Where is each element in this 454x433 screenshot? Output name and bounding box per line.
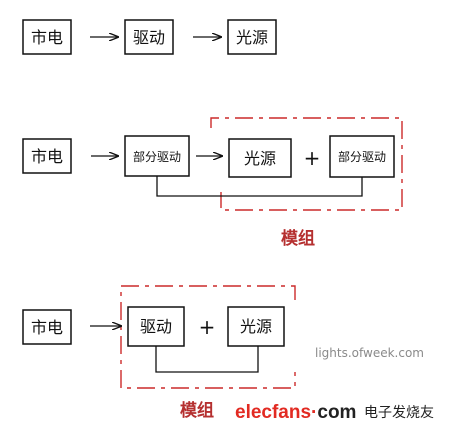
row2-mains-box (22, 138, 72, 174)
row3-light-label: 光源 (240, 317, 272, 336)
row1-light-label: 光源 (236, 28, 268, 47)
row3-driver-label: 驱动 (140, 317, 172, 336)
row2-module-label: 模组 (281, 228, 315, 249)
row-3-integrated-flow: 市电 驱动 + 光源 模组 (22, 285, 296, 421)
row1-mains-label: 市电 (31, 28, 63, 47)
lights-watermark: lights.ofweek.com (315, 346, 424, 360)
row1-driver-box (124, 19, 174, 55)
row3-module-label: 模组 (180, 400, 214, 421)
row2-plus-sign: + (304, 146, 321, 170)
row3-mains-label: 市电 (31, 318, 63, 337)
row3-module-bracket (120, 285, 296, 389)
elecfans-watermark: elecfans·com (235, 402, 356, 423)
row3-light-box (227, 306, 285, 347)
row2-light-box (228, 138, 292, 178)
row1-mains-box (22, 19, 72, 55)
row3-plus-sign: + (199, 315, 216, 339)
row3-mains-box (22, 309, 72, 345)
row2-mains-label: 市电 (31, 147, 63, 166)
row-2-partial-driver-flow: 市电 部分驱动 光源 + 部分驱动 模组 (22, 117, 403, 249)
row2-light-label: 光源 (244, 149, 276, 168)
row3-connection-line (155, 346, 259, 373)
row2-partial-driver-left-label: 部分驱动 (133, 149, 181, 164)
row2-connection-line (156, 176, 363, 197)
elecfans-dot: · (311, 402, 317, 423)
row-1-simple-flow: 市电 驱动 光源 (22, 19, 277, 55)
elecfans-com: com (317, 402, 356, 423)
row2-module-bracket (210, 117, 403, 211)
watermarks: lights.ofweek.com elecfans·com 电子发烧友 (235, 346, 434, 423)
row1-light-box (227, 19, 277, 55)
elecfans-text: elecfans (235, 402, 311, 423)
row1-driver-label: 驱动 (133, 28, 165, 47)
elecfans-cn-watermark: 电子发烧友 (364, 405, 434, 421)
row2-partial-driver-right-label: 部分驱动 (338, 149, 386, 164)
